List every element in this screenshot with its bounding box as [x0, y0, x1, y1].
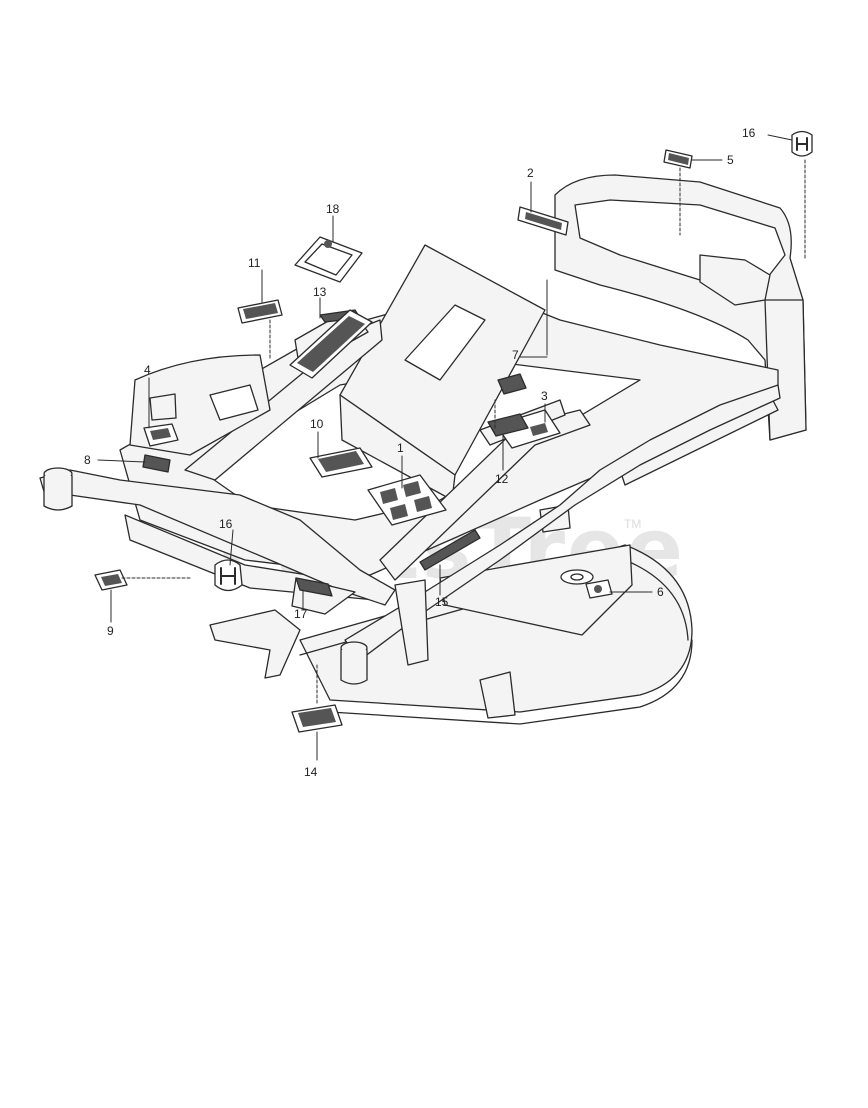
decal-part-17[interactable] [295, 577, 333, 597]
decal-part-1[interactable] [367, 474, 447, 526]
decal-part-6[interactable] [585, 579, 613, 599]
callout-6[interactable]: 6 [657, 585, 664, 599]
watermark-trademark: TM [624, 517, 642, 531]
decal-part-9[interactable] [94, 569, 128, 591]
callout-17[interactable]: 17 [294, 607, 308, 621]
callout-1[interactable]: 1 [397, 441, 404, 455]
decal-part-13[interactable] [289, 309, 373, 379]
callout-5[interactable]: 5 [727, 153, 734, 167]
leader-lines [97, 134, 806, 761]
decal-part-16-logo-side[interactable] [214, 559, 243, 592]
decal-part-14[interactable] [291, 704, 343, 733]
callout-15[interactable]: 15 [435, 595, 449, 609]
decal-part-4[interactable] [143, 423, 179, 447]
decal-part-16-logo-top[interactable] [791, 130, 813, 157]
callout-3[interactable]: 3 [541, 389, 548, 403]
callout-16-side[interactable]: 16 [219, 517, 233, 531]
decals [94, 130, 813, 733]
front-rail-right [340, 384, 781, 685]
front-lower-parts [209, 577, 429, 679]
decal-part-5[interactable] [663, 149, 693, 169]
callout-16-top[interactable]: 16 [742, 126, 756, 140]
decal-part-3[interactable] [495, 409, 561, 449]
callout-9[interactable]: 9 [107, 624, 114, 638]
front-rail-left [39, 467, 396, 606]
callout-2[interactable]: 2 [527, 166, 534, 180]
callout-7[interactable]: 7 [512, 348, 519, 362]
callout-12[interactable]: 12 [495, 472, 509, 486]
decal-part-18[interactable] [294, 236, 363, 283]
decal-part-10[interactable] [309, 447, 373, 478]
decal-part-8[interactable] [142, 454, 171, 473]
callout-13[interactable]: 13 [313, 285, 327, 299]
mower-rear-body [554, 174, 807, 441]
decal-part-7[interactable] [497, 373, 527, 395]
callout-10[interactable]: 10 [310, 417, 324, 431]
callout-14[interactable]: 14 [304, 765, 318, 779]
callout-4[interactable]: 4 [144, 363, 151, 377]
decal-part-12[interactable] [487, 413, 529, 437]
decal-part-11[interactable] [237, 299, 283, 324]
callout-18[interactable]: 18 [326, 202, 340, 216]
callout-8[interactable]: 8 [84, 453, 91, 467]
mower-seat [339, 244, 546, 501]
decal-part-15[interactable] [419, 529, 481, 571]
callout-11[interactable]: 11 [248, 256, 261, 270]
decal-part-2[interactable] [517, 206, 569, 236]
